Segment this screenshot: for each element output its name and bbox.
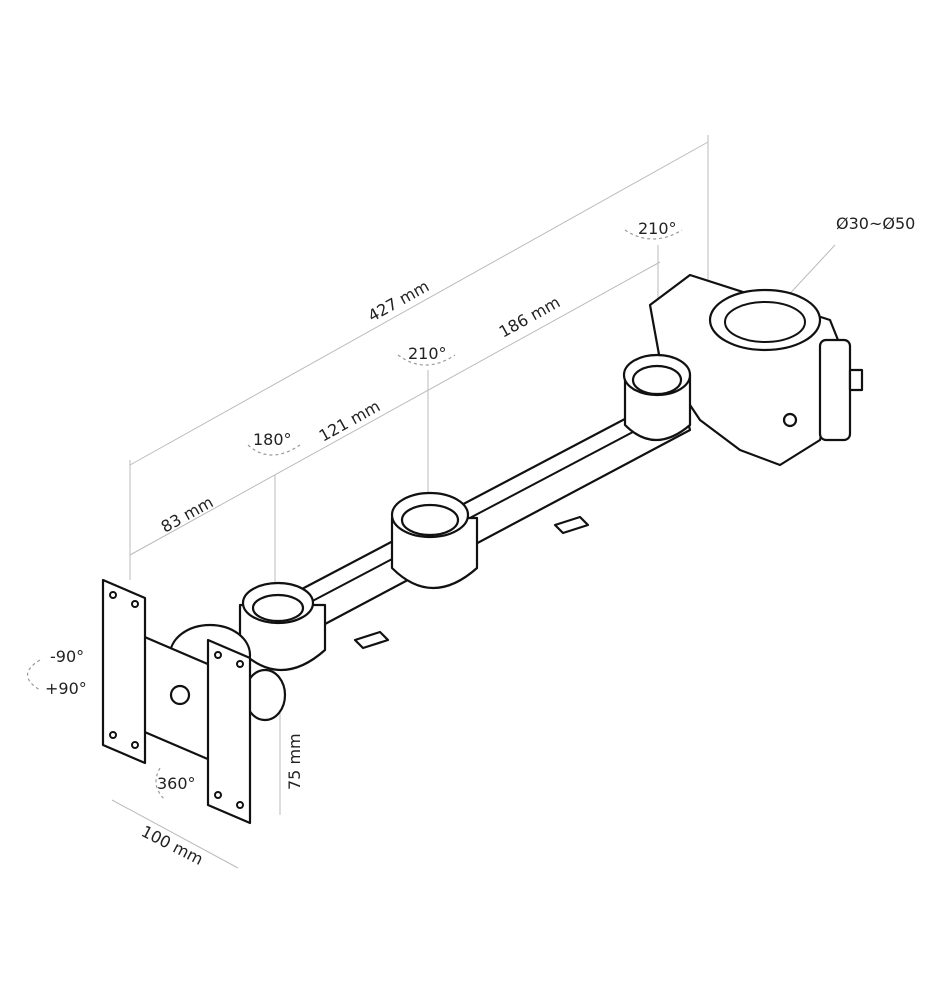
clamp-back — [818, 338, 852, 442]
label-tilt-minus: -90° — [50, 647, 84, 666]
cable-clip-1 — [353, 630, 390, 650]
vesa-plate-right — [206, 638, 252, 825]
clamp-screw — [782, 412, 798, 428]
clamp-hole — [708, 288, 822, 352]
clamp-knob — [848, 368, 864, 392]
vesa-center-hole — [169, 684, 191, 706]
vesa-plate — [101, 578, 252, 825]
label-rotation-head: 180° — [253, 430, 292, 449]
dim-line-427 — [129, 141, 709, 466]
arc-180 — [247, 444, 301, 456]
label-75: 75 mm — [285, 733, 304, 790]
label-rotation-middle: 210° — [408, 344, 447, 363]
arc-210-clamp — [624, 229, 683, 240]
pole-clamp — [648, 273, 864, 467]
label-tilt-plus: +90° — [45, 679, 87, 698]
arc-tilt — [26, 659, 41, 691]
label-rotation-clamp: 210° — [638, 219, 677, 238]
dim-line-segments — [129, 261, 661, 556]
label-83: 83 mm — [158, 492, 217, 536]
arc-swivel — [155, 767, 166, 801]
arc-210-middle — [397, 354, 456, 366]
cable-clip-2 — [553, 515, 590, 535]
label-diameter: Ø30~Ø50 — [836, 214, 915, 233]
label-total-length: 427 mm — [365, 276, 433, 325]
dim-line-100 — [111, 799, 239, 869]
dimension-lines — [26, 135, 836, 869]
vesa-plate-left — [101, 578, 147, 765]
label-swivel: 360° — [157, 774, 196, 793]
